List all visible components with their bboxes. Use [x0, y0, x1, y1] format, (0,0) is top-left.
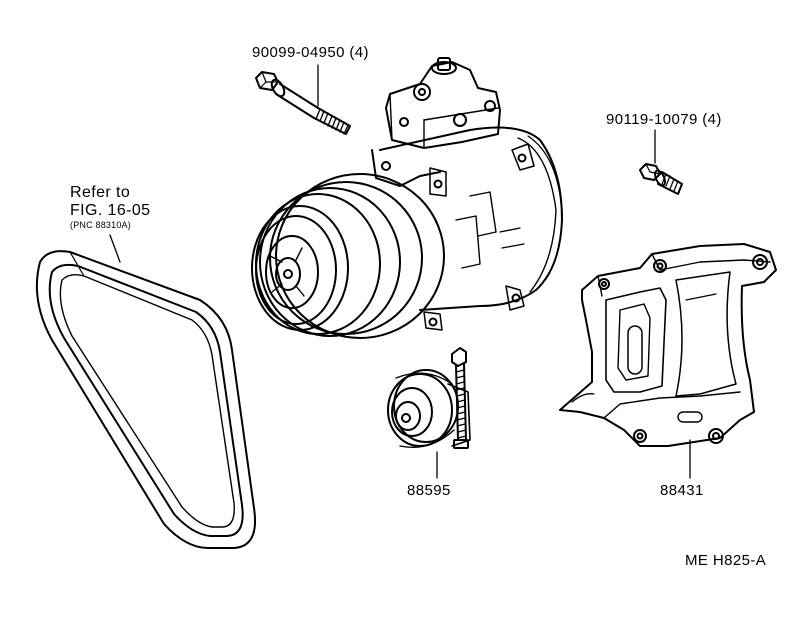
part-number-long-bolt: 90099-04950 (4) — [252, 44, 369, 61]
part-number-bracket: 88431 — [660, 482, 704, 499]
v-belt[interactable] — [35, 250, 256, 549]
part-number-idler-pulley: 88595 — [407, 482, 451, 499]
idler-pulley[interactable] — [387, 347, 471, 449]
ac-compressor[interactable] — [251, 57, 563, 339]
part-number-short-bolt: 90119-10079 (4) — [606, 111, 722, 128]
refer-leader-line — [109, 234, 121, 263]
refer-figure-text: FIG. 16-05 — [70, 202, 151, 219]
mounting-bracket[interactable] — [559, 243, 777, 447]
refer-pnc-text: (PNC 88310A) — [70, 220, 131, 230]
short-bolt[interactable] — [639, 163, 683, 195]
long-bolt[interactable] — [255, 71, 351, 135]
refer-to-text: Refer to — [70, 184, 131, 201]
figure-code: ME H825-A — [685, 552, 767, 569]
